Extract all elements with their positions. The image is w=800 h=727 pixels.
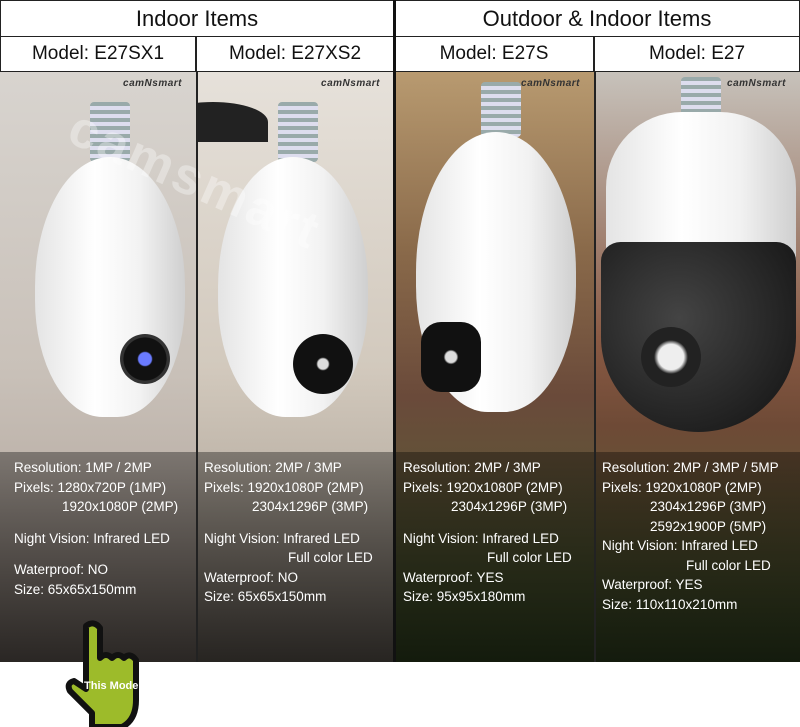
spec-size: Size: 95x95x180mm [403,589,526,604]
spec-size: Size: 65x65x150mm [204,589,327,604]
product-card-e27sx1[interactable]: camNsmart Resolution: 1MP / 2MP Pixels: … [0,72,196,662]
spec-size: Size: 110x110x210mm [602,596,738,612]
spec-panel: Resolution: 2MP / 3MP Pixels: 1920x1080P… [396,452,594,662]
column-divider [594,72,596,662]
group-header-indoor: Indoor Items [0,0,394,37]
spec-pixels: Pixels: 1920x1080P (2MP) [602,479,762,495]
spec-resolution: Resolution: 1MP / 2MP [14,460,152,475]
brand-logo: camNsmart [521,78,580,89]
spec-resolution: Resolution: 2MP / 3MP [403,460,541,475]
spec-pixels: 2304x1296P (3MP) [252,499,369,514]
spec-night-vision: Night Vision: Infrared LED [14,530,170,546]
spec-night-vision: Night Vision: Infrared LED [204,530,360,546]
product-card-e27[interactable]: camNsmart Resolution: 2MP / 3MP / 5MP Pi… [596,72,800,662]
column-divider [196,72,198,662]
spec-pixels: 2592x1900P (5MP) [650,518,767,534]
spec-pixels: 2304x1296P (3MP) [451,499,568,514]
spec-pixels: Pixels: 1920x1080P (2MP) [403,479,563,495]
camera-dome [601,242,796,432]
spec-waterproof: Waterproof: NO [204,569,299,585]
spec-waterproof: Waterproof: NO [14,562,109,577]
spec-pixels: 1920x1080P (2MP) [62,499,179,514]
spec-night-vision: Full color LED [686,557,771,573]
spec-night-vision: Full color LED [288,550,373,565]
camera-lens-icon [421,322,481,392]
spec-waterproof: Waterproof: YES [602,577,703,592]
camera-lens-icon [120,334,170,384]
pointing-hand-icon [65,620,139,727]
spec-resolution: Resolution: 2MP / 3MP / 5MP [602,460,779,475]
spec-night-vision: Full color LED [487,550,572,565]
brand-logo: camNsmart [321,78,380,89]
model-label-e27: Model: E27 [594,37,800,72]
model-label-e27sx1: Model: E27SX1 [0,37,196,72]
spec-waterproof: Waterproof: YES [403,569,504,585]
brand-logo: camNsmart [123,78,182,89]
camera-lens-icon [641,327,701,387]
spec-pixels: Pixels: 1920x1080P (2MP) [204,479,364,495]
bulb-screw-base [481,82,521,137]
group-header-outdoor-indoor: Outdoor & Indoor Items [394,0,800,37]
spec-night-vision: Night Vision: Infrared LED [403,530,559,546]
spec-night-vision: Night Vision: Infrared LED [602,538,758,553]
pendant-lamp [198,102,268,142]
brand-logo: camNsmart [727,78,786,89]
product-card-e27xs2[interactable]: camNsmart Resolution: 2MP / 3MP Pixels: … [198,72,394,662]
product-card-e27s[interactable]: camNsmart Resolution: 2MP / 3MP Pixels: … [396,72,594,662]
spec-panel: Resolution: 2MP / 3MP Pixels: 1920x1080P… [198,452,394,662]
model-label-e27xs2: Model: E27XS2 [196,37,394,72]
camera-body [35,157,185,417]
this-model-badge: This Model [84,680,142,692]
spec-pixels: 2304x1296P (3MP) [650,499,767,514]
model-label-e27s: Model: E27S [394,37,594,72]
bulb-screw-base [90,102,130,162]
spec-size: Size: 65x65x150mm [14,581,137,597]
spec-resolution: Resolution: 2MP / 3MP [204,460,342,475]
spec-panel: Resolution: 2MP / 3MP / 5MP Pixels: 1920… [596,452,800,662]
group-divider [393,0,396,662]
bulb-screw-base [278,102,318,162]
camera-lens-icon [293,334,353,394]
spec-pixels: Pixels: 1280x720P (1MP) [14,479,167,495]
